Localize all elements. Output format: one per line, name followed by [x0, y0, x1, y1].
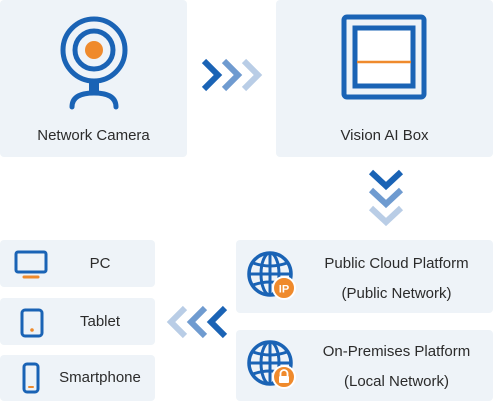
monitor-icon: [14, 250, 48, 280]
globe-lock-icon: [244, 337, 300, 393]
tablet-icon: [20, 308, 44, 338]
chevrons-left-icon: [165, 303, 229, 341]
on-premises-subtitle: (Local Network): [343, 373, 450, 390]
network-camera-label: Network Camera: [37, 127, 150, 144]
pc-node: [0, 240, 155, 287]
on-premises-title: On-Premises Platform: [322, 343, 471, 360]
chevrons-down-icon: [366, 168, 406, 230]
public-cloud-subtitle: (Public Network): [341, 285, 452, 302]
public-cloud-title: Public Cloud Platform: [324, 255, 469, 272]
chevrons-right-icon: [200, 56, 264, 94]
globe-ip-icon: IP: [244, 248, 300, 304]
smartphone-icon: [22, 362, 40, 394]
pc-label: PC: [89, 255, 111, 272]
smartphone-label: Smartphone: [59, 369, 141, 386]
vision-ai-box-label: Vision AI Box: [340, 127, 429, 144]
ai-box-icon: [341, 14, 427, 100]
ip-badge: IP: [279, 284, 289, 296]
tablet-label: Tablet: [79, 313, 121, 330]
webcam-icon: [58, 16, 130, 112]
